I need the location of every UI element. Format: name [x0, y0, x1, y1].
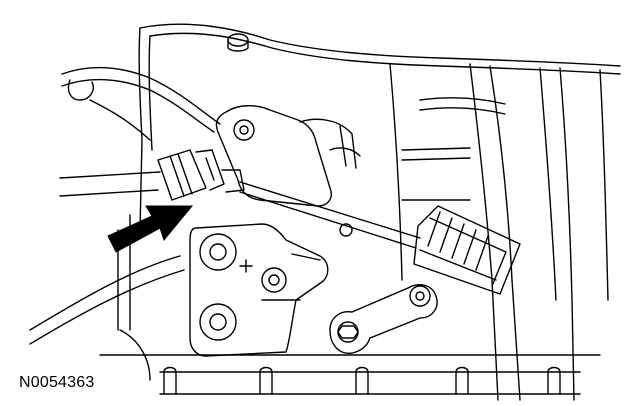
shift-cable-bracket	[215, 105, 361, 207]
pan-bolts	[163, 366, 561, 395]
transmission-case	[99, 23, 621, 401]
shift-cable	[59, 149, 421, 249]
breather-cap	[227, 33, 249, 52]
sensor-housing	[189, 223, 329, 357]
cooler-line	[29, 255, 185, 381]
arrow-icon	[107, 205, 194, 253]
manual-lever	[329, 284, 438, 354]
figure-reference-code: N0054363	[19, 374, 95, 391]
range-sensor-connector	[413, 205, 521, 295]
wiring-harness	[61, 66, 221, 141]
